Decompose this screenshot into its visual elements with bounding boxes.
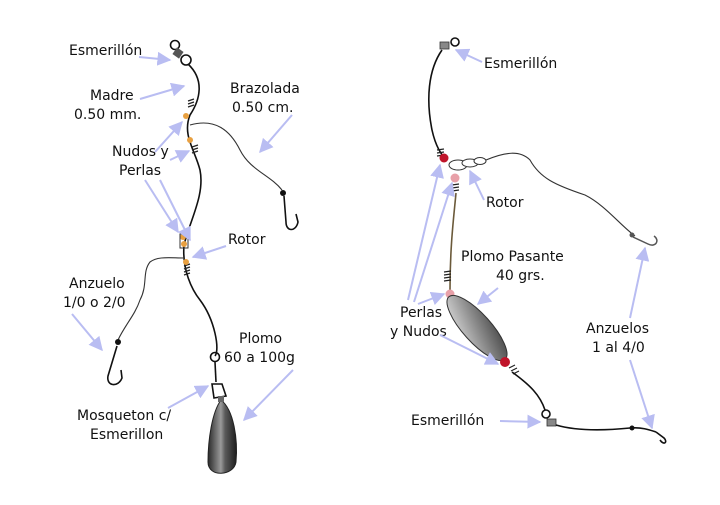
arrow-anzuelos-lower [629,359,655,430]
label-perlas-1: Perlas [400,305,442,321]
label-brazolada-2: 0.50 cm. [232,100,293,116]
right-bottom-swivel [541,409,557,427]
label-anzuelos-2: 1 al 4/0 [592,340,645,356]
label-left-rotor: Rotor [228,232,266,248]
arrow-brazolada [259,114,293,154]
right-bead-red-bottom [500,357,510,367]
left-lower-dropper [117,257,185,341]
arrow-right-esmerillon-top [454,48,483,63]
label-right-rotor: Rotor [486,195,524,211]
arrow-perlas-2 [413,181,455,303]
right-upper-hook [629,232,658,246]
label-plomo-pasante-2: 40 grs. [496,268,545,284]
right-knot-2 [451,183,460,192]
label-anzuelos-1: Anzuelos [586,321,649,337]
left-upper-dropper [189,122,283,191]
left-bottom-snap [209,351,228,399]
label-mosqueton-1: Mosqueton c/ [77,408,171,424]
left-main-line [182,63,218,357]
right-upper-dropper [485,152,636,237]
right-lower-line [511,371,546,411]
arrow-plomo [243,369,294,421]
right-bead-red-top [439,153,449,163]
right-middle-line [449,192,457,291]
right-knot-3 [443,270,452,282]
label-anzuelo-2: 1/0 o 2/0 [63,295,126,311]
label-right-esmerillon-top: Esmerillón [484,56,557,72]
arrow-anzuelo [71,313,103,352]
right-lower-hook [629,425,667,444]
right-lower-dropper [555,424,657,433]
arrow-mosqueton [167,385,210,409]
left-upper-hook [280,190,299,231]
arrow-nudos-4 [159,179,191,242]
label-left-esmerillon: Esmerillón [69,43,142,59]
label-plomo-1: Plomo [239,331,282,347]
label-plomo-pasante-1: Plomo Pasante [461,249,564,265]
arrow-nudos-1 [154,120,183,153]
label-perlas-2: y Nudos [390,324,447,340]
arrow-plomo-pasante [476,287,499,305]
left-lower-hook [107,339,123,386]
arrow-left-esmerillon [138,51,172,66]
arrow-anzuelos-upper [629,246,650,319]
label-madre-1: Madre [90,88,134,104]
right-sliding-sinker [446,294,508,362]
arrow-right-esmerillon-bottom [499,414,542,429]
arrow-madre [139,82,186,100]
label-nudos-2: Perlas [119,163,161,179]
label-nudos-1: Nudos y [112,144,169,160]
arrow-nudos-2 [169,150,191,163]
label-anzuelo-1: Anzuelo [69,276,125,292]
right-rig [428,37,667,444]
left-knots [183,98,199,276]
right-top-swivel [439,37,460,50]
arrow-nudos-3 [144,179,179,234]
left-beads [180,113,193,265]
left-top-swivel [169,39,192,66]
arrow-perlas-3 [417,291,446,306]
label-madre-2: 0.50 mm. [74,107,141,123]
arrow-perlas-1 [407,163,444,301]
right-bead-pink-1 [450,173,460,183]
label-brazolada-1: Brazolada [230,81,300,97]
label-plomo-2: 60 a 100g [224,350,295,366]
arrow-right-rotor [469,169,485,201]
arrow-left-rotor [191,245,227,260]
label-mosqueton-2: Esmerillon [90,427,163,443]
left-rig [107,39,299,474]
label-right-esmerillon-bottom: Esmerillón [411,413,484,429]
right-upper-line [428,49,447,161]
arrow-perlas-4 [439,334,500,365]
right-rotor [448,157,487,171]
left-sinker [207,399,237,474]
